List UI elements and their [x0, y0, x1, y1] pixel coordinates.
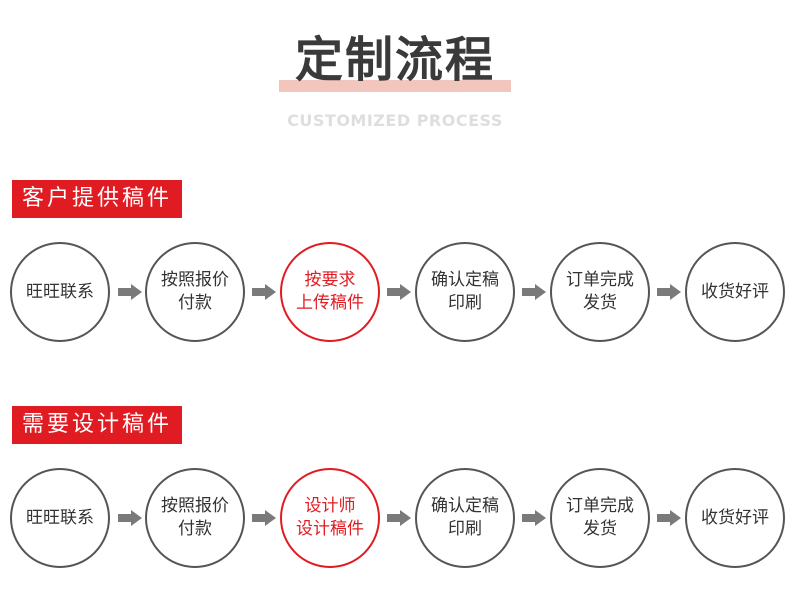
step-confirm-print: 确认定稿 印刷	[415, 242, 515, 342]
step-pay-quote: 按照报价 付款	[145, 242, 245, 342]
title-area: 定制流程	[0, 30, 790, 90]
step-label: 设计师	[304, 496, 356, 516]
arrow-right-icon	[657, 510, 681, 526]
step-label: 按要求	[304, 270, 356, 290]
arrow-right-icon	[118, 510, 142, 526]
section-customer-provided: 客户提供稿件 旺旺联系 按照报价 付款 按要求 上传稿件 确认定稿 印刷 订单完…	[0, 180, 790, 370]
step-designer-design: 设计师 设计稿件	[280, 468, 380, 568]
step-wangwang-contact: 旺旺联系	[10, 468, 110, 568]
step-order-ship: 订单完成 发货	[550, 468, 650, 568]
step-label: 订单完成	[566, 270, 634, 290]
step-label: 收货好评	[701, 281, 769, 302]
section-tag: 需要设计稿件	[12, 406, 183, 444]
arrow-right-icon	[657, 284, 681, 300]
step-label: 按照报价	[161, 270, 229, 290]
section-design-needed: 需要设计稿件 旺旺联系 按照报价 付款 设计师 设计稿件 确认定稿 印刷 订单完…	[0, 406, 790, 596]
step-label-line2: 设计稿件	[296, 519, 364, 539]
arrow-right-icon	[387, 510, 411, 526]
step-label-line2: 印刷	[448, 519, 482, 539]
step-order-ship: 订单完成 发货	[550, 242, 650, 342]
step-label-line2: 上传稿件	[296, 293, 364, 313]
step-label-line2: 印刷	[448, 293, 482, 313]
step-label-line2: 发货	[583, 293, 617, 313]
arrow-right-icon	[252, 510, 276, 526]
step-label: 确认定稿	[431, 496, 499, 516]
step-receive-review: 收货好评	[685, 468, 785, 568]
step-label: 收货好评	[701, 507, 769, 528]
step-label: 按照报价	[161, 496, 229, 516]
step-label-line2: 付款	[178, 519, 212, 539]
process-steps: 旺旺联系 按照报价 付款 按要求 上传稿件 确认定稿 印刷 订单完成 发货 收货…	[10, 242, 790, 346]
step-label-line2: 付款	[178, 293, 212, 313]
step-label: 旺旺联系	[26, 281, 94, 302]
step-receive-review: 收货好评	[685, 242, 785, 342]
page-title: 定制流程	[294, 32, 495, 88]
step-label-line2: 发货	[583, 519, 617, 539]
arrow-right-icon	[522, 510, 546, 526]
step-wangwang-contact: 旺旺联系	[10, 242, 110, 342]
arrow-right-icon	[522, 284, 546, 300]
title-underline	[279, 80, 511, 92]
step-label: 确认定稿	[431, 270, 499, 290]
step-pay-quote: 按照报价 付款	[145, 468, 245, 568]
arrow-right-icon	[387, 284, 411, 300]
arrow-right-icon	[118, 284, 142, 300]
process-steps: 旺旺联系 按照报价 付款 设计师 设计稿件 确认定稿 印刷 订单完成 发货 收货…	[10, 468, 790, 572]
step-upload-files: 按要求 上传稿件	[280, 242, 380, 342]
step-confirm-print: 确认定稿 印刷	[415, 468, 515, 568]
step-label: 订单完成	[566, 496, 634, 516]
page-subtitle: CUSTOMIZED PROCESS	[287, 111, 503, 130]
step-label: 旺旺联系	[26, 507, 94, 528]
arrow-right-icon	[252, 284, 276, 300]
section-tag: 客户提供稿件	[12, 180, 183, 218]
